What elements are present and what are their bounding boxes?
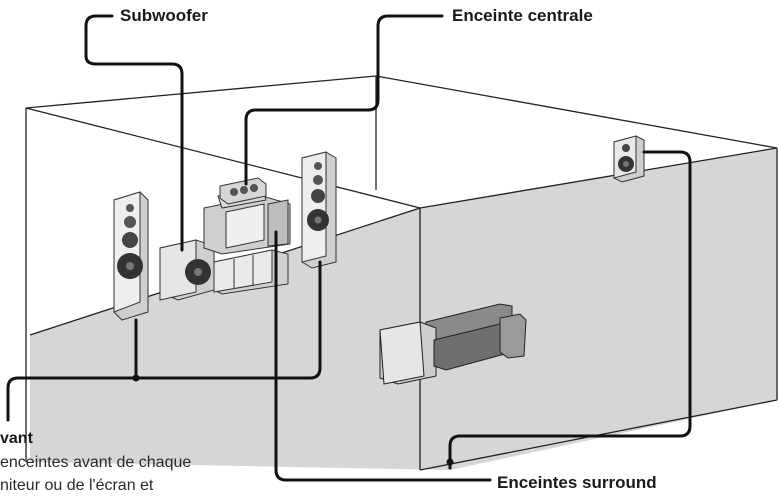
label-subwoofer: Subwoofer [120, 6, 208, 25]
callout-subwoofer [84, 14, 184, 252]
room-outline [25, 75, 778, 471]
front-left-speaker [113, 191, 149, 321]
room-floor [30, 148, 777, 470]
tv-cabinet [213, 249, 289, 295]
front-description-line2: niteur ou de l'écran et [0, 477, 154, 494]
front-right-speaker [301, 151, 337, 269]
callout-center [244, 14, 444, 186]
label-front-speakers: vant [0, 430, 33, 447]
callout-front [6, 260, 322, 422]
callout-lines [6, 14, 692, 482]
label-center-speaker: Enceinte centrale [452, 6, 593, 25]
junction-dot [132, 374, 140, 382]
center-speaker [219, 177, 267, 205]
junction-dot [446, 458, 454, 466]
callout-surround-a [448, 150, 692, 470]
front-description-line1: enceintes avant de chaque [0, 454, 192, 471]
label-surround-speakers: Enceintes surround [497, 473, 657, 492]
sofa [379, 303, 527, 385]
callout-surround-b [274, 230, 492, 482]
surround-speaker [613, 135, 645, 183]
